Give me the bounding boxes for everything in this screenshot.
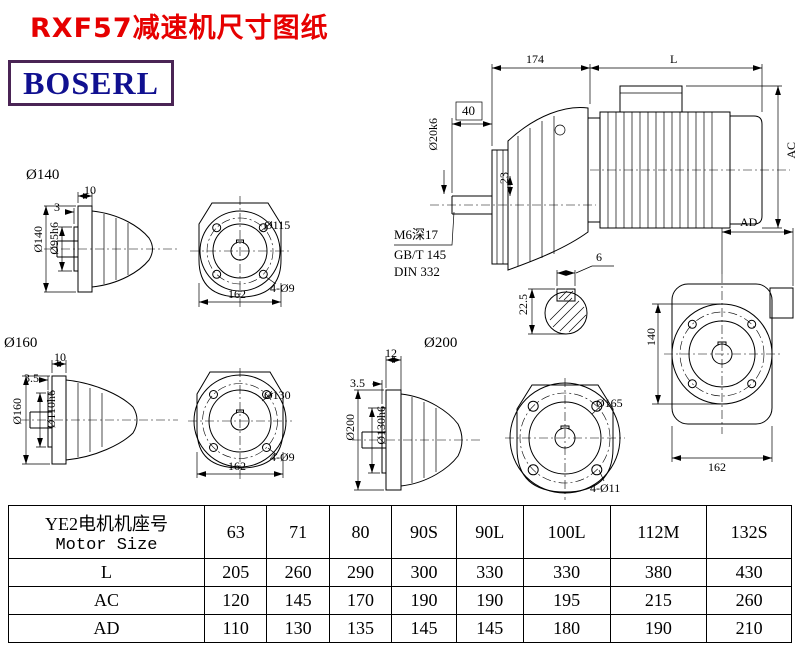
value-AC-132S: 260 (706, 586, 792, 615)
size-col-90S: 90S (391, 505, 457, 559)
main-tap-note: M6深17 (394, 227, 439, 242)
value-AD-63: 110 (203, 614, 268, 643)
flange160-dim-od: Ø160 (10, 398, 24, 425)
motor-size-table: YE2电机机座号 Motor Size 63 71 80 90S 90L 100… (8, 505, 792, 643)
flange140-dim-10: 10 (84, 183, 96, 197)
value-L-63: 205 (203, 558, 268, 587)
flange200-dim-od: Ø200 (343, 414, 357, 441)
table-row-L: L 205 260 290 300 330 330 380 430 (8, 558, 792, 587)
flange140-dim-3: 3 (54, 200, 60, 214)
flange160-dim-162: 162 (228, 459, 246, 473)
motor-size-header-en: Motor Size (55, 535, 158, 555)
main-std-note1: GB/T 145 (394, 247, 447, 262)
flange200-bolt-circle: Ø165 (596, 396, 623, 410)
value-AC-63: 120 (203, 586, 268, 615)
table-row-AD: AD 110 130 135 145 145 180 190 210 (8, 614, 792, 643)
table-row-AC: AC 120 145 170 190 190 195 215 260 (8, 586, 792, 615)
main-dim-23: 23 (497, 172, 511, 184)
main-assembly-view (394, 64, 790, 271)
value-L-71: 260 (266, 558, 330, 587)
flange140-bolt-circle: Ø115 (264, 218, 291, 232)
brand-logo: BOSERL (8, 60, 174, 106)
flange140-dim-spigot: Ø95h6 (47, 222, 61, 255)
flange160-holes: 4-Ø9 (270, 450, 295, 464)
flange160-front-view (188, 368, 292, 480)
flange160-bolt-circle: Ø130 (264, 388, 291, 402)
main-dim-174: 174 (526, 52, 544, 66)
value-L-80: 290 (328, 558, 393, 587)
value-AC-71: 145 (266, 586, 330, 615)
key-dim-6: 6 (596, 250, 602, 264)
flange200-title: Ø200 (424, 335, 458, 351)
flange140-title: Ø140 (26, 167, 60, 183)
row-label-AC: AC (8, 586, 205, 615)
value-AC-112M: 215 (609, 586, 708, 615)
table-header-row: YE2电机机座号 Motor Size 63 71 80 90S 90L 100… (8, 505, 792, 559)
flange160-side-view (20, 360, 178, 465)
main-dim-40: 40 (462, 103, 475, 118)
size-col-63: 63 (203, 505, 268, 559)
value-L-90S: 300 (391, 558, 457, 587)
value-AD-132S: 210 (706, 614, 792, 643)
row-label-AD: AD (8, 614, 205, 643)
flange140-holes: 4-Ø9 (270, 281, 295, 295)
technical-drawing (20, 64, 794, 500)
value-L-112M: 380 (609, 558, 708, 587)
size-col-90L: 90L (455, 505, 524, 559)
flange200-dim-3-5: 3.5 (350, 376, 365, 390)
flange160-dim-3-5: 3.5 (24, 371, 39, 385)
size-col-132S: 132S (706, 505, 792, 559)
size-col-71: 71 (266, 505, 330, 559)
value-L-100L: 330 (522, 558, 611, 587)
value-AC-80: 170 (328, 586, 393, 615)
brand-logo-text: BOSERL (23, 64, 159, 101)
motor-size-header-cn: YE2电机机座号 (45, 513, 168, 534)
flange140-side-view (43, 192, 178, 293)
key-dim-22-5: 22.5 (516, 294, 530, 315)
front-dim-162: 162 (708, 460, 726, 474)
value-AD-100L: 180 (522, 614, 611, 643)
value-AD-112M: 190 (609, 614, 708, 643)
value-AD-90L: 145 (455, 614, 524, 643)
value-AD-90S: 145 (391, 614, 457, 643)
value-L-132S: 430 (706, 558, 792, 587)
row-label-L: L (8, 558, 205, 587)
page-title: RXF57减速机尺寸图纸 (30, 13, 329, 44)
value-AD-71: 130 (266, 614, 330, 643)
main-std-note2: DIN 332 (394, 264, 440, 279)
flange200-dim-12: 12 (385, 346, 397, 360)
flange160-dim-spigot: Ø110h6 (44, 390, 58, 429)
flange140-front-view (190, 196, 290, 308)
size-col-80: 80 (328, 505, 393, 559)
flange160-title: Ø160 (4, 335, 38, 351)
front-dim-AD: AD (740, 215, 758, 229)
flange200-dim-spigot: Ø130h6 (374, 406, 388, 445)
flange140-dim-od: Ø140 (31, 226, 45, 253)
front-dim-140: 140 (644, 328, 658, 346)
size-col-100L: 100L (522, 505, 611, 559)
value-AD-80: 135 (328, 614, 393, 643)
main-dim-AC: AC (784, 142, 798, 159)
key-section-view (528, 265, 614, 335)
main-shaft-dia: Ø20k6 (426, 118, 440, 151)
flange140-dim-162: 162 (228, 287, 246, 301)
main-dim-L: L (670, 52, 678, 66)
motor-size-header: YE2电机机座号 Motor Size (8, 505, 205, 559)
value-L-90L: 330 (455, 558, 524, 587)
value-AC-100L: 195 (522, 586, 611, 615)
size-col-112M: 112M (609, 505, 708, 559)
value-AC-90L: 190 (455, 586, 524, 615)
flange200-holes: 4-Ø11 (590, 481, 621, 495)
flange200-front-view (505, 378, 625, 500)
flange200-side-view (352, 356, 482, 491)
value-AC-90S: 190 (391, 586, 457, 615)
unit-front-view (652, 228, 794, 462)
flange160-dim-10: 10 (54, 350, 66, 364)
